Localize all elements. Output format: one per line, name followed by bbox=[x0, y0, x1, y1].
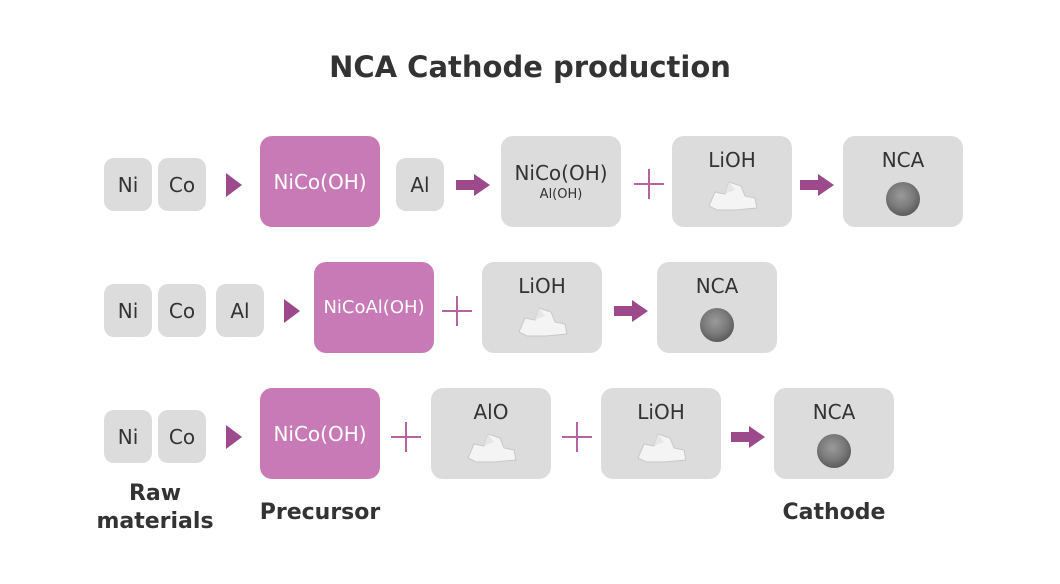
powder-icon bbox=[708, 181, 758, 211]
caption-raw-materials: Raw materials bbox=[96, 481, 214, 534]
powder-icon bbox=[467, 433, 517, 463]
ni-element: Ni bbox=[104, 158, 152, 211]
precursor-box: NiCo(OH) bbox=[260, 388, 380, 479]
intermediate-sublabel: Al(OH) bbox=[539, 187, 583, 202]
lioh-box: LiOH bbox=[482, 262, 602, 353]
lioh-box: LiOH bbox=[672, 136, 792, 227]
caption-precursor: Precursor bbox=[259, 500, 381, 525]
co-element: Co bbox=[158, 410, 206, 463]
nca-box: NCA bbox=[774, 388, 894, 479]
nca-particle-icon bbox=[700, 308, 734, 342]
ni-element: Ni bbox=[104, 410, 152, 463]
powder-icon bbox=[518, 307, 568, 337]
arrow-head-icon bbox=[226, 425, 242, 449]
co-element: Co bbox=[158, 284, 206, 337]
diagram-title: NCA Cathode production bbox=[329, 50, 731, 84]
arrow-head-icon bbox=[284, 299, 300, 323]
caption-cathode: Cathode bbox=[782, 500, 886, 525]
intermediate-box: NiCo(OH) Al(OH) bbox=[501, 136, 621, 227]
intermediate-label: NiCo(OH) bbox=[514, 161, 608, 185]
ni-element: Ni bbox=[104, 284, 152, 337]
lioh-box: LiOH bbox=[601, 388, 721, 479]
arrow-head-icon bbox=[226, 173, 242, 197]
arrow-right-icon bbox=[614, 300, 648, 322]
lioh-label: LiOH bbox=[637, 400, 685, 424]
alo-box: AlO bbox=[431, 388, 551, 479]
nca-label: NCA bbox=[881, 148, 925, 172]
nca-particle-icon bbox=[817, 434, 851, 468]
co-element: Co bbox=[158, 158, 206, 211]
nca-box: NCA bbox=[843, 136, 963, 227]
nca-particle-icon bbox=[886, 182, 920, 216]
powder-icon bbox=[637, 433, 687, 463]
precursor-box: NiCo(OH) bbox=[260, 136, 380, 227]
arrow-right-icon bbox=[731, 426, 765, 448]
arrow-right-icon bbox=[800, 174, 834, 196]
alo-label: AlO bbox=[473, 400, 509, 424]
nca-label: NCA bbox=[812, 400, 856, 424]
precursor-box: NiCoAl(OH) bbox=[314, 262, 434, 353]
al-element: Al bbox=[216, 284, 264, 337]
nca-box: NCA bbox=[657, 262, 777, 353]
plus-icon bbox=[442, 296, 472, 326]
plus-icon bbox=[562, 422, 592, 452]
lioh-label: LiOH bbox=[518, 274, 566, 298]
plus-icon bbox=[391, 422, 421, 452]
nca-label: NCA bbox=[695, 274, 739, 298]
al-element: Al bbox=[396, 158, 444, 211]
arrow-right-icon bbox=[456, 174, 490, 196]
plus-icon bbox=[634, 169, 664, 199]
lioh-label: LiOH bbox=[708, 148, 756, 172]
